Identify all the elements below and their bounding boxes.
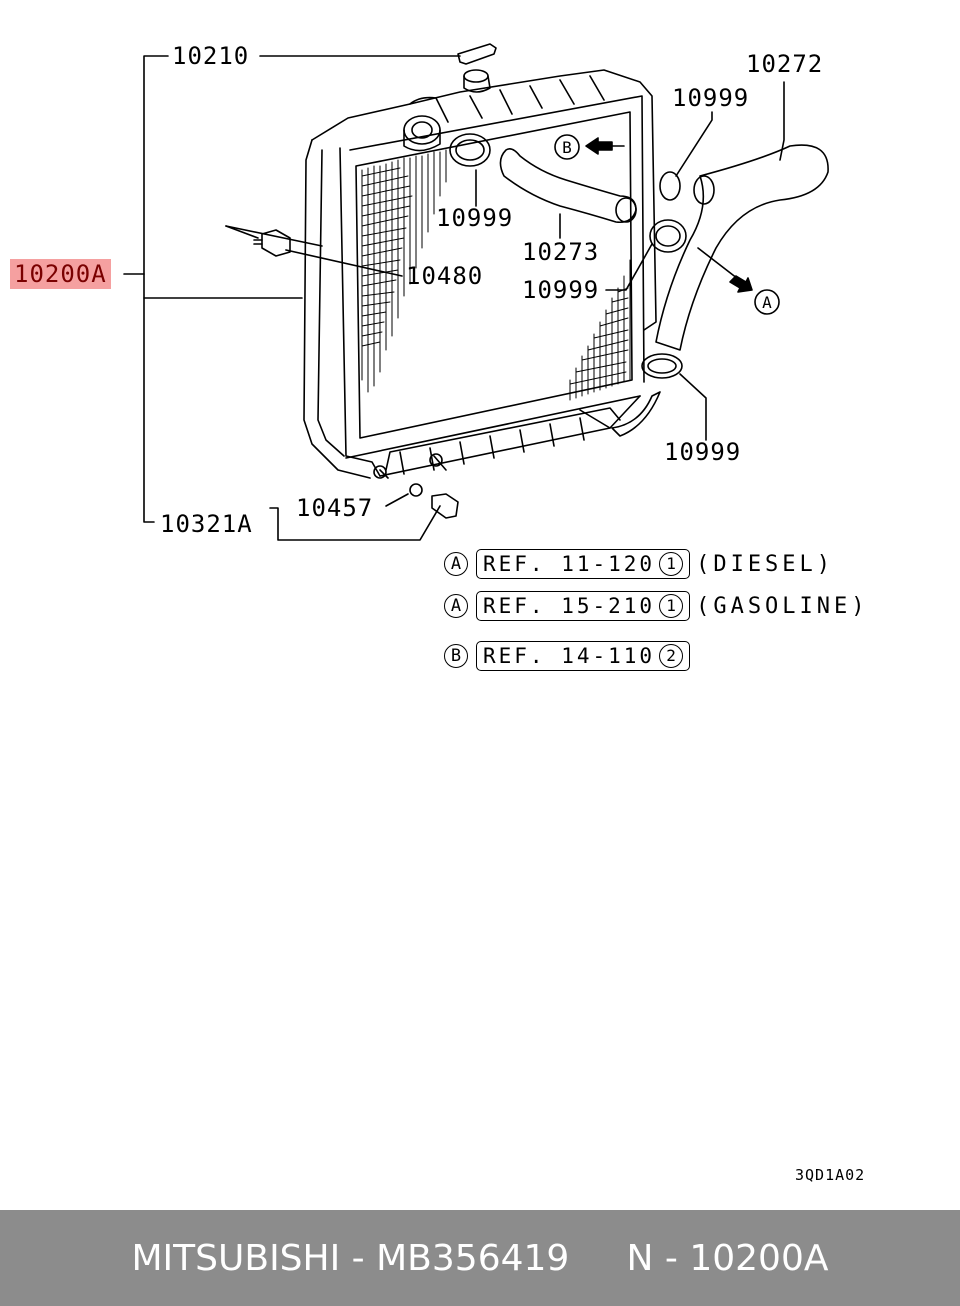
ref-box: REF. 14-110 2 — [476, 641, 691, 671]
footer-sep: - — [340, 1237, 377, 1279]
label-10457: 10457 — [296, 494, 374, 522]
reference-row-3: B REF. 14-110 2 — [444, 640, 696, 672]
footer-part-number: MB356419 — [376, 1237, 570, 1279]
label-10273: 10273 — [522, 238, 600, 266]
drain-plug-drawing — [373, 453, 459, 519]
radiator-cap-drawing — [457, 43, 497, 93]
ref-number: 1 — [659, 552, 684, 576]
label-10480: 10480 — [406, 262, 484, 290]
ref-marker: A — [444, 552, 468, 576]
label-10999-top: 10999 — [672, 84, 750, 112]
lower-outlet-drawing — [579, 391, 661, 437]
hose-clamps-drawing — [449, 133, 687, 379]
label-10999-left: 10999 — [436, 204, 514, 232]
parts-diagram: B A 10210 10272 10999 10999 10273 10999 … — [10, 42, 869, 1184]
marker-b-text: B — [562, 138, 572, 157]
label-10210: 10210 — [172, 42, 250, 70]
label-10200a-highlighted[interactable]: 10200A — [10, 259, 111, 289]
ref-note: (DIESEL) — [696, 551, 835, 577]
footer-callout: N - 10200A — [626, 1237, 829, 1279]
hose-10272-drawing — [655, 144, 829, 351]
drain-cock-drawing — [253, 229, 291, 257]
label-10321a: 10321A — [160, 510, 253, 538]
ref-number: 2 — [659, 644, 684, 668]
footer-gap — [569, 1238, 626, 1279]
ref-note: (GASOLINE) — [696, 593, 869, 619]
footer-bar: MITSUBISHI - MB356419 N - 10200A — [0, 1210, 960, 1306]
ref-text: REF. 15-210 — [483, 594, 656, 618]
radiator-drawing: B A — [123, 43, 829, 541]
hose-10273-drawing — [499, 148, 637, 224]
radiator-fins — [361, 149, 631, 401]
footer-brand: MITSUBISHI — [131, 1237, 341, 1279]
ref-text: REF. 11-120 — [483, 552, 656, 576]
leader-lines — [123, 55, 785, 541]
marker-a-text: A — [762, 293, 772, 312]
label-10272: 10272 — [746, 50, 824, 78]
ref-number: 1 — [659, 594, 684, 618]
ref-box: REF. 15-210 1 — [476, 591, 691, 621]
reference-row-2: A REF. 15-210 1 (GASOLINE) — [444, 590, 869, 622]
ref-text: REF. 14-110 — [483, 644, 656, 668]
marker-a-circle — [754, 289, 780, 315]
reference-markers — [554, 134, 780, 315]
radiator-body — [303, 69, 657, 479]
ref-marker: A — [444, 594, 468, 618]
ref-marker: B — [444, 644, 468, 668]
reference-row-1: A REF. 11-120 1 (DIESEL) — [444, 548, 834, 580]
ref-box: REF. 11-120 1 — [476, 549, 691, 579]
label-10999-mid: 10999 — [522, 276, 600, 304]
label-10999-bottom: 10999 — [664, 438, 742, 466]
figure-code: 3QD1A02 — [795, 1166, 866, 1184]
marker-b-circle — [554, 134, 580, 160]
